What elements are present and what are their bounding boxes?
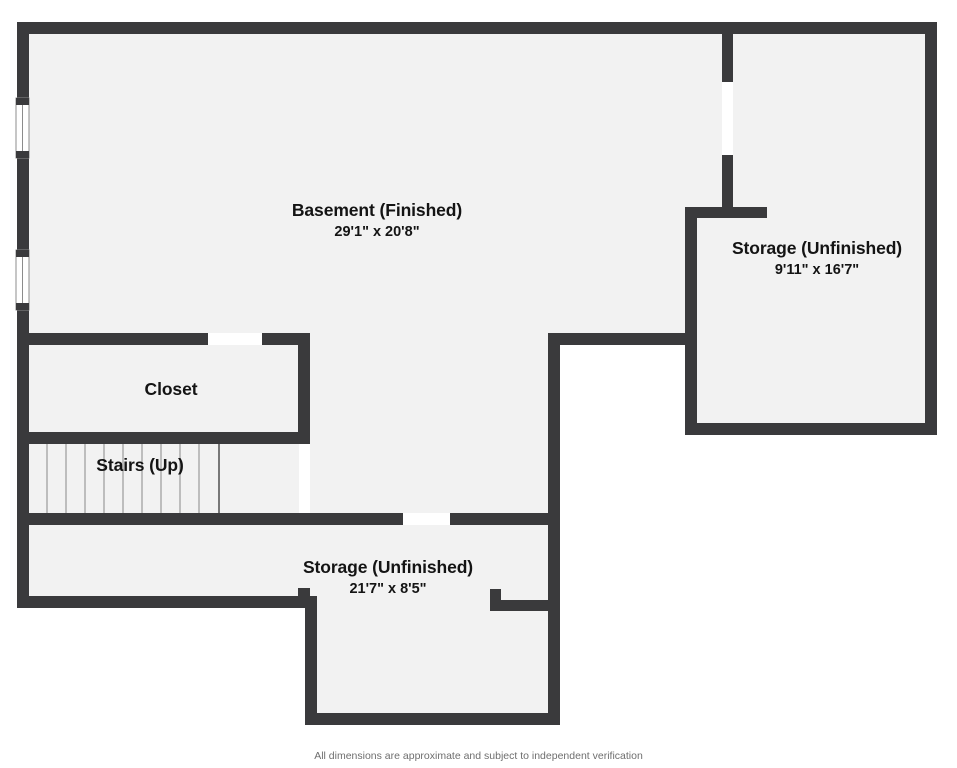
wall-storage-lower-left-lower (305, 596, 317, 725)
wall-left-exterior-seg1 (17, 22, 29, 98)
doorway-stairs-landing (299, 444, 310, 515)
wall-right-exterior (925, 22, 937, 435)
wall-stairs-bottom-right (450, 513, 560, 525)
wall-storage-lower-notch-horizontal (490, 600, 560, 611)
wall-storage-upper-bottom (685, 423, 937, 435)
doorway-closet (208, 333, 262, 345)
wall-left-exterior-seg2 (17, 158, 29, 250)
wall-storage-lower-bottom (305, 713, 560, 725)
wall-storage-lower-step-horizontal (17, 596, 317, 608)
wall-storage-lower-notch-vertical (490, 589, 501, 611)
wall-middle-partition-vertical (548, 333, 560, 725)
wall-partition-storage-upper-bottom (722, 155, 733, 218)
wall-top-exterior (17, 22, 937, 34)
wall-middle-partition-horizontal (548, 333, 697, 345)
doorway-storage-upper (722, 82, 733, 155)
doorway-storage-lower (403, 513, 450, 525)
wall-closet-right (298, 333, 310, 438)
room-fills (17, 22, 937, 725)
wall-partition-storage-upper-top (722, 28, 733, 82)
wall-storage-lower-left-upper (17, 513, 29, 608)
window-left-lower-icon (15, 249, 30, 311)
wall-stairs-doorjamb (299, 513, 310, 525)
disclaimer-text: All dimensions are approximate and subje… (314, 750, 643, 762)
stair-treads (46, 444, 220, 513)
wall-closet-top-left (17, 333, 208, 345)
basement-fill (17, 22, 937, 725)
wall-closet-bottom (17, 432, 310, 444)
wall-stairs-bottom-left (17, 513, 403, 525)
window-left-upper-icon (15, 97, 30, 159)
wall-storage-upper-left (685, 212, 697, 435)
walls (15, 22, 937, 725)
